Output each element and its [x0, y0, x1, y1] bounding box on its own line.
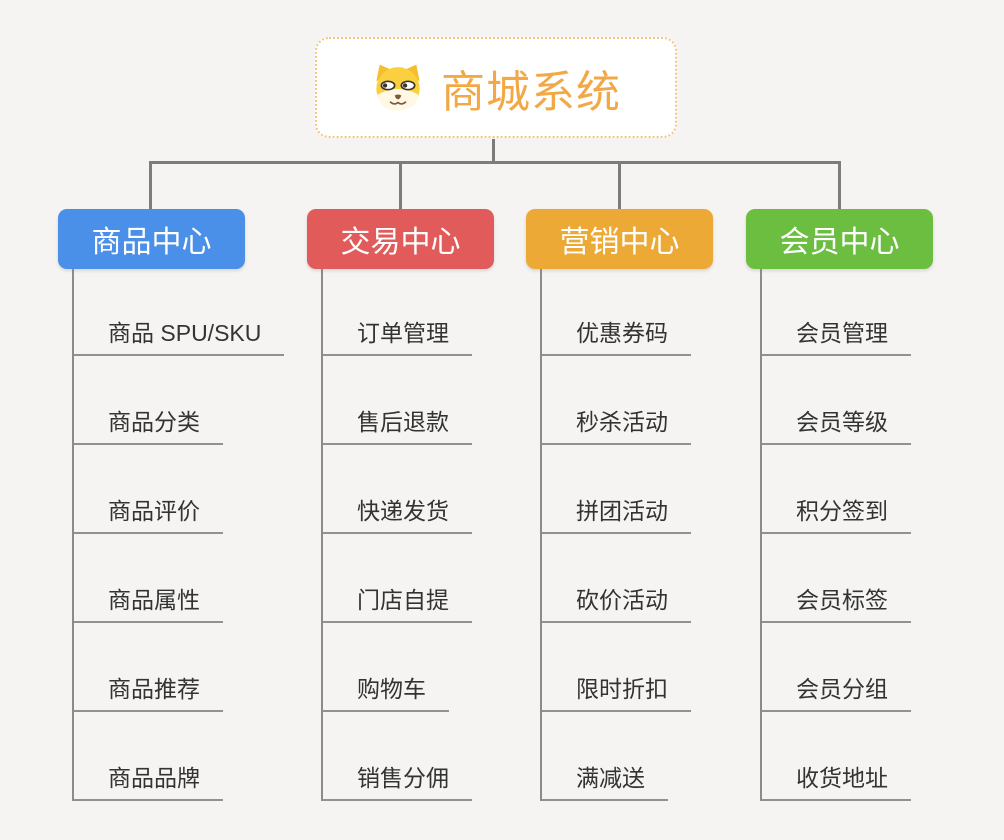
branch-3-item-5[interactable]: 收货地址	[762, 764, 911, 801]
root-title: 商城系统	[441, 67, 621, 117]
branch-1-item-3[interactable]: 门店自提	[323, 586, 472, 623]
branch-0-item-0[interactable]: 商品 SPU/SKU	[74, 319, 285, 356]
branch-3-item-2[interactable]: 积分签到	[762, 497, 911, 534]
branch-2-item-5[interactable]: 满减送	[542, 764, 668, 801]
branch-3-item-0[interactable]: 会员管理	[762, 319, 911, 356]
branch-goods-children: 商品 SPU/SKU 商品分类 商品评价 商品属性 商品推荐 商品品牌	[72, 269, 314, 801]
branch-trade-children: 订单管理 售后退款 快递发货 门店自提 购物车 销售分佣	[321, 269, 563, 801]
branch-node-marketing-center[interactable]: 营销中心	[526, 209, 713, 269]
branch-drop-line	[618, 161, 621, 209]
root-bus-line	[149, 161, 840, 164]
branch-0-item-2[interactable]: 商品评价	[74, 497, 223, 534]
root-trunk-line	[492, 139, 495, 164]
branch-drop-line	[838, 161, 841, 209]
branch-node-goods-center[interactable]: 商品中心	[58, 209, 245, 269]
branch-marketing-children: 优惠券码 秒杀活动 拼团活动 砍价活动 限时折扣 满减送	[540, 269, 782, 801]
branch-2-item-4[interactable]: 限时折扣	[542, 675, 691, 712]
branch-drop-line	[149, 161, 152, 209]
branch-0-item-4[interactable]: 商品推荐	[74, 675, 223, 712]
branch-1-item-0[interactable]: 订单管理	[323, 319, 472, 356]
branch-node-member-center[interactable]: 会员中心	[746, 209, 933, 269]
root-node[interactable]: 商城系统	[315, 37, 677, 138]
branch-1-item-2[interactable]: 快递发货	[323, 497, 472, 534]
branch-member-children: 会员管理 会员等级 积分签到 会员标签 会员分组 收货地址	[760, 269, 1002, 801]
branch-2-item-2[interactable]: 拼团活动	[542, 497, 691, 534]
branch-0-item-1[interactable]: 商品分类	[74, 408, 223, 445]
branch-drop-line	[399, 161, 402, 209]
branch-0-item-5[interactable]: 商品品牌	[74, 764, 223, 801]
branch-2-item-1[interactable]: 秒杀活动	[542, 408, 691, 445]
branch-2-item-0[interactable]: 优惠券码	[542, 319, 691, 356]
branch-1-item-1[interactable]: 售后退款	[323, 408, 472, 445]
branch-0-item-3[interactable]: 商品属性	[74, 586, 223, 623]
branch-2-item-3[interactable]: 砍价活动	[542, 586, 691, 623]
branch-1-item-4[interactable]: 购物车	[323, 675, 449, 712]
branch-3-item-1[interactable]: 会员等级	[762, 408, 911, 445]
branch-node-trade-center[interactable]: 交易中心	[307, 209, 494, 269]
branch-1-item-5[interactable]: 销售分佣	[323, 764, 472, 801]
shiba-dog-icon	[376, 64, 420, 110]
branch-3-item-3[interactable]: 会员标签	[762, 586, 911, 623]
branch-3-item-4[interactable]: 会员分组	[762, 675, 911, 712]
